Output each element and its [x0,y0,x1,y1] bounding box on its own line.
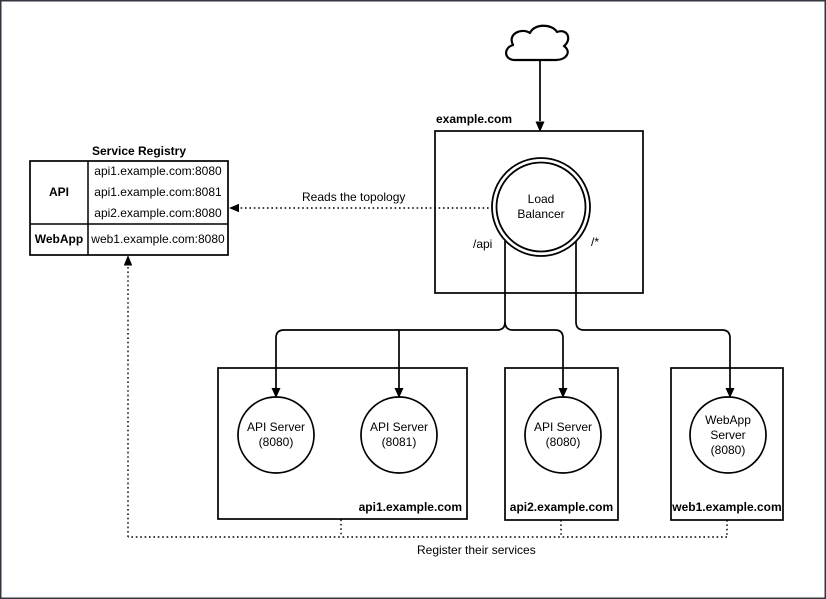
host-box-api1 [217,367,468,520]
registry-api-entries: api1.example.com:8080 api1.example.com:8… [88,161,228,224]
service-registry-table [29,160,229,256]
service-registry-title: Service Registry [91,144,187,158]
register-services-label: Register their services [417,543,536,557]
registry-row-key-api: API [48,185,69,199]
load-balancer-box [434,130,644,294]
server-label-api1-8081: API Server (8081) [369,420,429,449]
server-node-web1-8080 [689,396,767,474]
internet-cloud-icon [505,24,570,62]
host-domain-api2: api2.example.com [509,500,614,514]
host-domain-web1: web1.example.com [672,500,782,514]
server-label-api1-8080: API Server (8080) [246,420,306,449]
registry-entry: web1.example.com:8080 [91,232,225,246]
registry-row-key-webapp: WebApp [34,232,84,246]
edge-register-services [127,262,728,538]
server-label-web1-8080: WebApp Server (8080) [705,412,751,457]
arrow-heads [123,121,735,398]
arrowhead-api1b-icon [394,388,404,398]
load-balancer-node [495,161,587,253]
edge-api-routes [275,241,564,389]
edge-wildcard-route [575,241,731,389]
route-label-wildcard: /* [591,235,600,249]
server-label-api2-8080: API Server (8080) [533,420,593,449]
registry-entry: api1.example.com:8080 [94,164,222,178]
arrowhead-register-up-icon [123,255,133,266]
lb-domain-label: example.com [436,112,513,126]
registry-entry: api2.example.com:8080 [94,206,222,220]
reads-topology-label: Reads the topology [302,190,406,204]
arrowhead-cloud-down-icon [535,121,545,132]
arrowhead-web1-icon [725,388,735,398]
arrowhead-topology-left-icon [229,203,239,213]
registry-entry: api1.example.com:8081 [94,185,222,199]
host-domain-api1: api1.example.com [358,500,462,514]
load-balancer-label: Load Balancer [517,192,565,221]
route-label-api: /api [473,237,493,251]
arrowhead-api1a-icon [271,388,281,398]
arrowhead-api2-icon [558,388,568,398]
